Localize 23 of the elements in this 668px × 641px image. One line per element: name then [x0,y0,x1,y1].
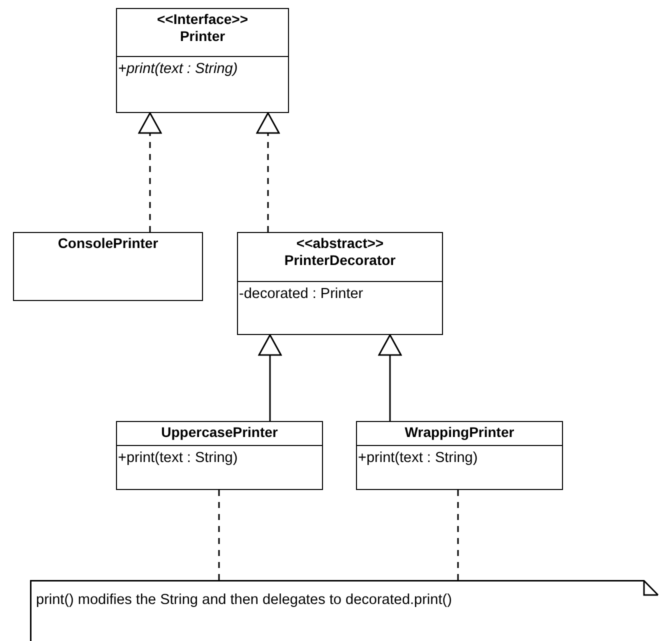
stereotype: <<Interface>> [156,10,250,28]
class-member: +print(text : String) [117,450,238,467]
class-box [356,421,563,490]
abstract-operation: +print(text : String) [117,61,238,78]
class-box [13,232,203,301]
class-box [237,232,443,335]
class-name: Printer [178,28,226,45]
realization-arrow [138,112,162,232]
note-connector [457,490,459,580]
generalization-arrow [378,334,402,421]
generalization-arrow [258,334,282,421]
class-member: +print(text : String) [357,450,478,467]
note-connector [218,490,220,580]
class-name: PrinterDecorator [283,252,397,269]
note-text: print() modifies the String and then delegates to decorated.print() [35,592,452,609]
realization-arrow [256,112,280,232]
class-name: UppercasePrinter [160,423,279,441]
stereotype: <<abstract>> [295,234,385,252]
class-name: ConsolePrinter [56,234,160,252]
class-name: WrappingPrinter [404,423,516,441]
class-member: -decorated : Printer [238,286,364,303]
class-box [116,8,289,113]
class-box [116,421,323,490]
